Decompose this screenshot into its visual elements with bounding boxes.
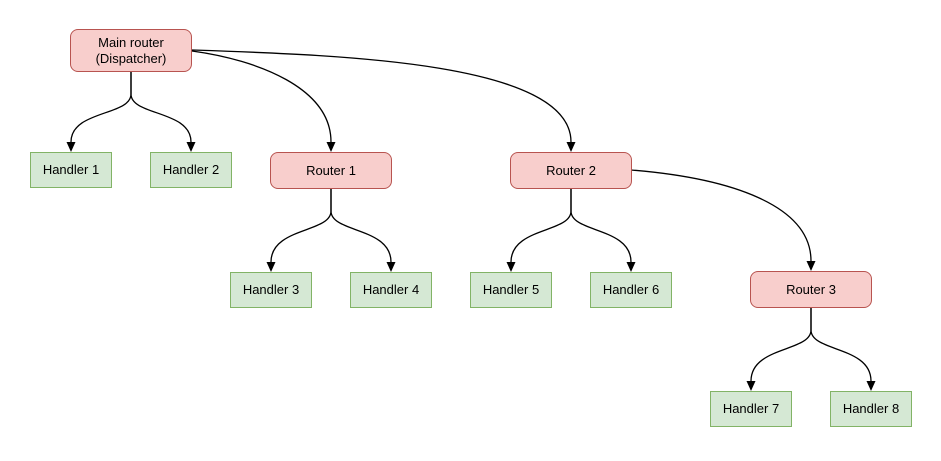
edge-router-1-to-handler-3 (266, 189, 332, 272)
edge-main-router-to-router-2 (191, 49, 576, 152)
node-main-router: Main router (Dispatcher) (70, 29, 192, 72)
edge-main-router-to-handler-1 (66, 72, 132, 152)
node-handler-7: Handler 7 (710, 391, 792, 427)
node-handler-5: Handler 5 (470, 272, 552, 308)
node-handler-4: Handler 4 (350, 272, 432, 308)
node-label-handler-6: Handler 6 (602, 282, 660, 297)
node-label-handler-4: Handler 4 (362, 282, 420, 297)
node-handler-3: Handler 3 (230, 272, 312, 308)
node-handler-8: Handler 8 (830, 391, 912, 427)
node-label-handler-1: Handler 1 (42, 162, 100, 177)
node-router-1: Router 1 (270, 152, 392, 189)
node-label-router-2: Router 2 (546, 162, 596, 178)
node-label-handler-5: Handler 5 (482, 282, 540, 297)
node-label-handler-2: Handler 2 (162, 162, 220, 177)
node-router-3: Router 3 (750, 271, 872, 308)
node-label-main-router: Main router (Dispatcher) (95, 34, 167, 66)
node-label-router-1: Router 1 (306, 162, 356, 178)
edge-main-router-to-router-1 (191, 50, 336, 152)
node-label-handler-7: Handler 7 (722, 401, 780, 416)
edge-router-2-to-handler-6 (570, 189, 636, 272)
edge-router-2-to-handler-5 (506, 189, 572, 272)
node-handler-2: Handler 2 (150, 152, 232, 188)
edge-router-3-to-handler-8 (810, 308, 876, 391)
node-label-router-3: Router 3 (786, 281, 836, 297)
node-label-handler-8: Handler 8 (842, 401, 900, 416)
node-label-handler-3: Handler 3 (242, 282, 300, 297)
node-handler-1: Handler 1 (30, 152, 112, 188)
node-router-2: Router 2 (510, 152, 632, 189)
edge-router-3-to-handler-7 (746, 308, 812, 391)
edges-group (66, 49, 876, 391)
edge-router-2-to-router-3 (630, 169, 816, 271)
edge-router-1-to-handler-4 (330, 189, 396, 272)
node-handler-6: Handler 6 (590, 272, 672, 308)
edge-main-router-to-handler-2 (130, 72, 196, 152)
